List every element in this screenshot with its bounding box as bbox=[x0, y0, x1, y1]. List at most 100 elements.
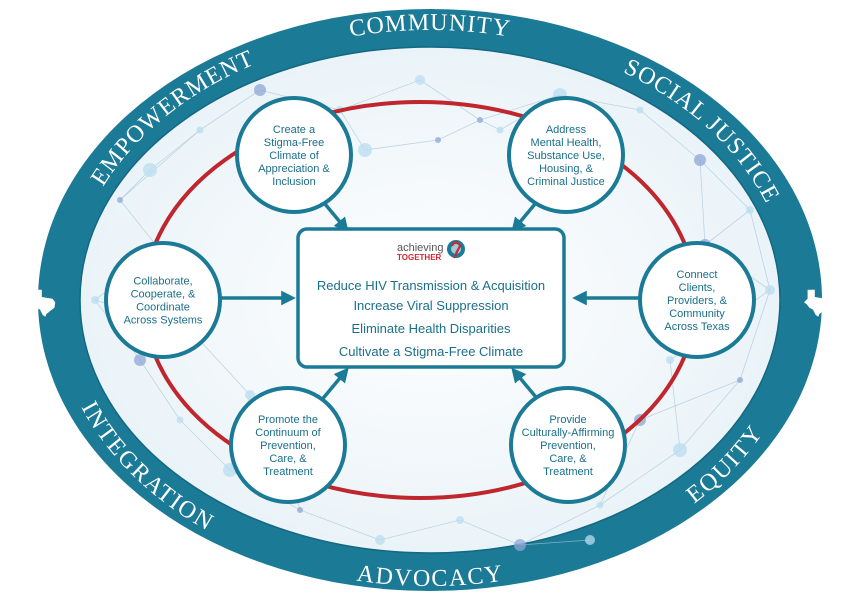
node-text-line: Coordinate bbox=[136, 302, 190, 314]
node-circle bbox=[507, 96, 625, 214]
network-dot bbox=[765, 285, 775, 295]
node-text-line: Treatment bbox=[543, 466, 593, 478]
network-link bbox=[459, 519, 521, 546]
network-link bbox=[339, 109, 366, 151]
node-text-line: Across Texas bbox=[664, 321, 730, 333]
node-circle bbox=[229, 386, 347, 504]
node-text-line: Substance Use, bbox=[527, 150, 605, 162]
node-bottom-right: ProvideCulturally-AffirmingPrevention,Ca… bbox=[509, 386, 627, 504]
network-link bbox=[739, 289, 771, 381]
node-text-line: Across Systems bbox=[124, 315, 203, 327]
network-link bbox=[479, 119, 501, 131]
network-link bbox=[699, 159, 751, 211]
logo-sub: TOGETHER bbox=[397, 253, 442, 262]
network-link bbox=[679, 379, 741, 451]
goal-4: Cultivate a Stigma-Free Climate bbox=[339, 344, 523, 359]
network-dot bbox=[666, 356, 674, 364]
network-link bbox=[119, 169, 151, 201]
network-link bbox=[437, 119, 481, 141]
inner-ring-edge bbox=[79, 46, 781, 554]
node-text-line: Community bbox=[669, 308, 725, 320]
goal-3: Eliminate Health Disparities bbox=[352, 321, 511, 336]
node-text-line: Clients, bbox=[679, 282, 716, 294]
goal-1: Reduce HIV Transmission & Acquisition bbox=[317, 278, 545, 293]
network-link bbox=[519, 504, 601, 546]
node-text-line: Provide bbox=[549, 414, 586, 426]
ribbon-globe-icon bbox=[447, 240, 465, 259]
network-dot bbox=[596, 501, 604, 509]
achieving-together-logo: achieving TOGETHER bbox=[397, 240, 465, 262]
node-text-line: Promote the bbox=[258, 414, 318, 426]
node-left: Collaborate,Cooperate, &CoordinateAcross… bbox=[104, 241, 222, 359]
network-dot bbox=[91, 296, 99, 304]
network-link bbox=[419, 79, 481, 121]
network-link bbox=[599, 449, 681, 506]
node-text-line: Criminal Justice bbox=[527, 176, 605, 188]
network-dot bbox=[415, 75, 425, 85]
goals-box bbox=[296, 227, 566, 369]
network-link bbox=[379, 519, 461, 541]
node-text-line: Climate of bbox=[269, 150, 319, 162]
network-dot bbox=[496, 126, 504, 134]
node-text-line: Inclusion bbox=[272, 176, 315, 188]
texas-state-icon bbox=[31, 289, 56, 317]
node-text-line: Continuum of bbox=[255, 427, 321, 439]
node-circle bbox=[509, 386, 627, 504]
network-link bbox=[364, 139, 439, 151]
network-link bbox=[699, 159, 706, 246]
node-text-line: Collaborate, bbox=[133, 276, 192, 288]
network-dot bbox=[673, 443, 687, 457]
network-dot bbox=[196, 126, 204, 134]
node-text-line: Culturally-Affirming bbox=[522, 427, 615, 439]
network-link bbox=[179, 419, 231, 471]
node-text-line: Care, & bbox=[269, 453, 307, 465]
network-dot bbox=[636, 106, 644, 114]
logo-word: achieving bbox=[397, 242, 443, 254]
network-link bbox=[139, 359, 181, 421]
node-text-line: Address bbox=[546, 124, 587, 136]
node-text-line: Treatment bbox=[263, 466, 313, 478]
network-dot bbox=[375, 535, 385, 545]
node-circle bbox=[235, 96, 353, 214]
network-link bbox=[704, 209, 751, 246]
node-text-line: Providers, & bbox=[667, 295, 728, 307]
network-link bbox=[149, 129, 201, 171]
network-link bbox=[339, 79, 421, 111]
network-dot bbox=[456, 516, 464, 524]
network-dot bbox=[176, 416, 184, 424]
node-text-line: Housing, & bbox=[539, 163, 593, 175]
arrow-bottom-left bbox=[318, 367, 349, 404]
network-dot bbox=[477, 117, 483, 123]
node-text-line: Connect bbox=[677, 269, 718, 281]
node-text-line: Care, & bbox=[549, 453, 587, 465]
network-link bbox=[519, 539, 591, 546]
network-dot bbox=[358, 143, 372, 157]
node-circle bbox=[638, 241, 756, 359]
network-dot bbox=[435, 137, 441, 143]
node-text-line: Mental Health, bbox=[531, 137, 602, 149]
network-dot bbox=[297, 507, 303, 513]
network-dot bbox=[585, 535, 595, 545]
node-text-line: Stigma-Free bbox=[264, 137, 325, 149]
node-text-line: Prevention, bbox=[540, 440, 596, 452]
node-text-line: Cooperate, & bbox=[131, 289, 196, 301]
network-dot bbox=[134, 354, 146, 366]
network-dot bbox=[254, 84, 266, 96]
node-text-line: Appreciation & bbox=[258, 163, 330, 175]
node-text-line: Prevention, bbox=[260, 440, 316, 452]
network-link bbox=[299, 509, 381, 541]
network-link bbox=[639, 109, 701, 161]
network-link bbox=[119, 129, 201, 201]
network-link bbox=[199, 89, 261, 131]
network-dot bbox=[245, 390, 255, 400]
goal-2: Increase Viral Suppression bbox=[353, 298, 508, 313]
network-dot bbox=[694, 154, 706, 166]
network-link bbox=[479, 94, 561, 121]
